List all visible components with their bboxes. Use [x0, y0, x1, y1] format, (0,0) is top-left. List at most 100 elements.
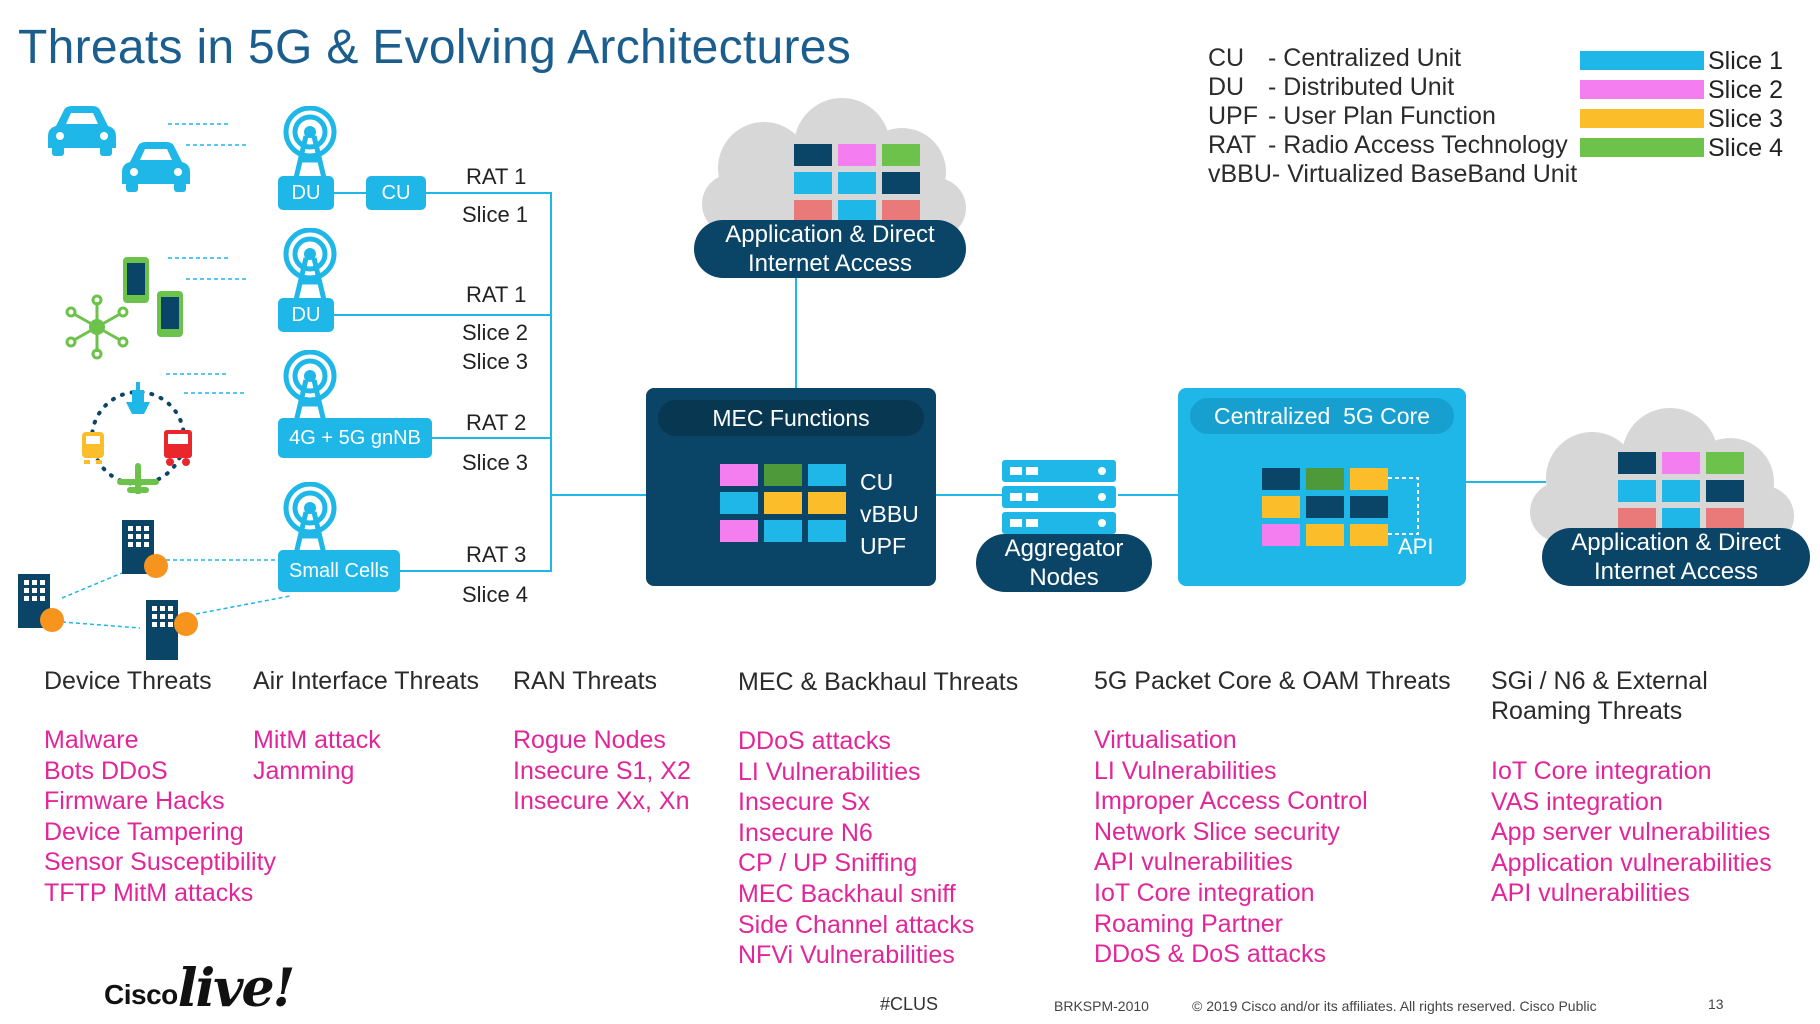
threat-item: App server vulnerabilities — [1491, 818, 1771, 847]
gnb-node[interactable]: 4G + 5G gnNB — [278, 418, 432, 458]
threat-item: VAS integration — [1491, 787, 1663, 816]
link-3-slice: Slice 3 — [462, 450, 529, 475]
mec-title: MEC Functions — [658, 400, 924, 436]
copyright: © 2019 Cisco and/or its affiliates. All … — [1192, 998, 1597, 1014]
slice-4-swatch — [1580, 138, 1704, 157]
mec-functions-box[interactable]: MEC Functions CU vBBU UPF — [646, 388, 936, 586]
category-heading: 5G Packet Core & OAM Threats — [1094, 667, 1451, 695]
threat-item: IoT Core integration — [1491, 757, 1712, 785]
threat-item: Application vulnerabilities — [1491, 848, 1772, 877]
cloud-top-label[interactable]: Application & Direct Internet Access — [694, 220, 966, 278]
threat-item: DDoS & DoS attacks — [1094, 940, 1327, 969]
threat-item: Sensor Susceptibility — [44, 848, 277, 877]
car-icon — [48, 106, 116, 156]
slice-1-swatch — [1580, 51, 1704, 70]
cu-node[interactable]: CU — [366, 176, 426, 210]
aggregator-nodes-label[interactable]: Aggregator Nodes — [976, 534, 1152, 592]
threat-list: DDoS attacks LI Vulnerabilities Insecure… — [738, 726, 974, 971]
slice-3-swatch — [1580, 109, 1704, 128]
threat-item: IoT Core integration — [1094, 878, 1315, 907]
legend-item-du: DU- Distributed Unit — [1208, 73, 1455, 101]
building-icon — [18, 574, 64, 632]
category-heading: Device Threats — [44, 667, 212, 695]
slice-2-swatch — [1580, 80, 1704, 99]
page-number: 13 — [1708, 996, 1724, 1012]
server-stack-icon — [1002, 460, 1116, 534]
mec-function-upf: UPF — [860, 533, 906, 559]
link-4-rat: RAT 3 — [466, 542, 527, 567]
cisco-live-logo: Ciscolive! — [104, 958, 295, 1019]
core-slice-grid — [1262, 468, 1419, 546]
threat-list: MitM attack Jamming — [253, 725, 381, 786]
threat-item: Insecure Xx, Xn — [513, 787, 690, 816]
threat-item: Insecure S1, X2 — [513, 756, 691, 785]
threat-item: Firmware Hacks — [44, 787, 225, 816]
threat-item: DDoS attacks — [738, 727, 891, 755]
threat-item: LI Vulnerabilities — [738, 757, 921, 786]
link-4-slice: Slice 4 — [462, 582, 529, 607]
legend-item-rat: RAT- Radio Access Technology — [1208, 131, 1568, 159]
slice-4-label: Slice 4 — [1708, 134, 1784, 162]
airplane-icon — [117, 463, 159, 494]
transport-ring-icon — [82, 382, 192, 494]
smartphone-icon — [123, 257, 149, 303]
link-3-rat: RAT 2 — [466, 410, 527, 435]
threat-item: Insecure Sx — [738, 788, 871, 817]
core-api-label: API — [1398, 534, 1434, 559]
threat-item: Bots DDoS — [44, 756, 168, 785]
cell-tower-icon — [283, 350, 337, 423]
train-icon — [82, 432, 104, 464]
mec-function-vbbu: vBBU — [860, 501, 919, 527]
du-node-1[interactable]: DU — [278, 176, 334, 210]
slice-3-label: Slice 3 — [1708, 105, 1784, 133]
ship-icon — [126, 382, 150, 414]
session-id: BRKSPM-2010 — [1054, 998, 1149, 1014]
legend-item-vbbu: vBBU- Virtualized BaseBand Unit — [1208, 160, 1578, 188]
cell-tower-icon — [283, 482, 337, 555]
cell-tower-icon — [283, 228, 337, 301]
threat-item: Network Slice security — [1094, 817, 1340, 846]
threat-item: Improper Access Control — [1094, 787, 1368, 816]
threat-item: MEC Backhaul sniff — [738, 879, 956, 908]
threat-item: Roaming Partner — [1094, 909, 1283, 938]
cell-tower-icon — [283, 106, 337, 179]
link-1-slice: Slice 1 — [462, 202, 529, 227]
legend-item-cu: CU- Centralized Unit — [1208, 44, 1462, 72]
category-heading: MEC & Backhaul Threats — [738, 668, 1019, 696]
threat-list: Virtualisation LI Vulnerabilities Improp… — [1094, 725, 1368, 970]
threat-item: Rogue Nodes — [513, 726, 666, 754]
threat-list: IoT Core integration VAS integration App… — [1491, 756, 1772, 909]
category-heading: Air Interface Threats — [253, 667, 480, 695]
threat-list: Rogue Nodes Insecure S1, X2 Insecure Xx,… — [513, 725, 691, 817]
legend-item-upf: UPF- User Plan Function — [1208, 102, 1496, 130]
page-title: Threats in 5G & Evolving Architectures — [18, 21, 852, 74]
threat-item: NFVi Vulnerabilities — [738, 941, 955, 970]
truck-icon — [164, 430, 192, 466]
iot-network-icon — [65, 294, 129, 360]
slice-1-label: Slice 1 — [1708, 47, 1784, 75]
cloud-right-label[interactable]: Application & Direct Internet Access — [1542, 528, 1810, 586]
threat-list: Malware Bots DDoS Firmware Hacks Device … — [44, 725, 276, 909]
threat-item: Virtualisation — [1094, 726, 1237, 754]
hashtag: #CLUS — [880, 994, 939, 1014]
link-1-rat: RAT 1 — [466, 164, 527, 189]
threat-item: MitM attack — [253, 726, 381, 754]
threat-item: API vulnerabilities — [1094, 848, 1293, 877]
link-2-slice-b: Slice 3 — [462, 349, 529, 374]
link-2-rat: RAT 1 — [466, 282, 527, 307]
mec-function-cu: CU — [860, 469, 894, 495]
slice-2-label: Slice 2 — [1708, 76, 1784, 104]
centralized-5g-core-box[interactable]: Centralized 5G Core API — [1178, 388, 1466, 586]
small-cells-node[interactable]: Small Cells — [278, 550, 400, 592]
category-heading: SGi / N6 & External Roaming Threats — [1491, 667, 1708, 725]
threat-item: Side Channel attacks — [738, 910, 975, 939]
smartphone-icon — [157, 291, 183, 337]
threat-item: Insecure N6 — [738, 818, 873, 847]
threat-item: CP / UP Sniffing — [738, 849, 918, 878]
link-2-slice-a: Slice 2 — [462, 320, 529, 345]
du-node-2[interactable]: DU — [278, 298, 334, 332]
core-title: Centralized 5G Core — [1190, 398, 1454, 434]
threat-item: API vulnerabilities — [1491, 879, 1690, 908]
threat-item: TFTP MitM attacks — [44, 878, 254, 907]
